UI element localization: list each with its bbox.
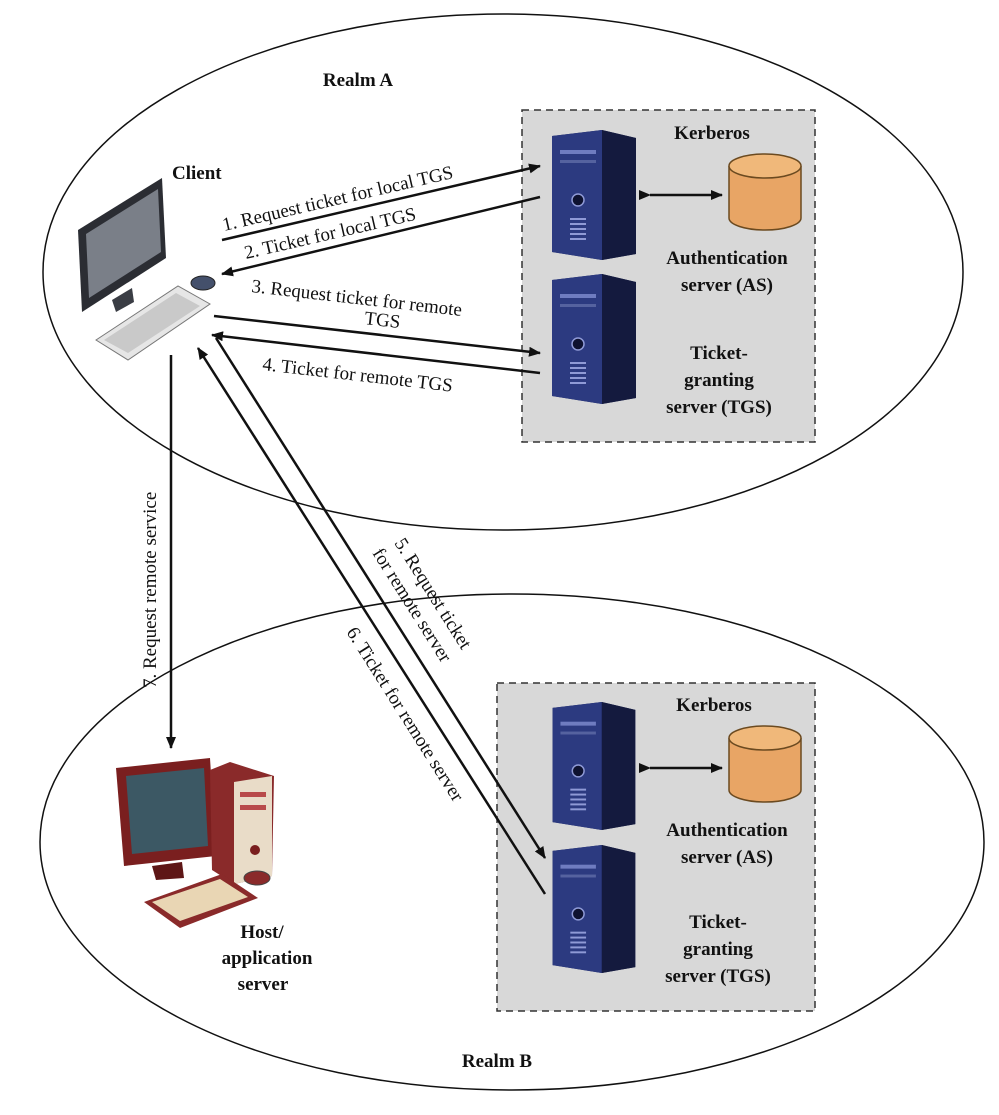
tgs-label-line3-realm-b: server (TGS) (665, 966, 771, 987)
msg-3-label-line1: 3. Request ticket for remote (250, 276, 463, 321)
client-label: Client (172, 163, 222, 184)
host-computer-icon (116, 758, 274, 928)
database-icon-realm-b (728, 725, 802, 803)
as-label-line2-realm-a: server (AS) (681, 275, 773, 296)
as-label-line1-realm-a: Authentication (666, 248, 788, 269)
tgs-label-line1-realm-a: Ticket- (690, 343, 748, 364)
msg-3-label-line2: TGS (363, 308, 401, 333)
realm-a-label: Realm A (323, 70, 393, 91)
host-label-line3: server (238, 974, 289, 995)
server-icon-tgs-realm-b (551, 845, 637, 973)
arrow-msg-2 (221, 195, 541, 277)
tgs-label-line1-realm-b: Ticket- (689, 912, 747, 933)
host-label-line2: application (222, 948, 313, 969)
arrow-msg-4 (211, 331, 541, 375)
client-computer-icon (78, 178, 216, 361)
server-icon-tgs-realm-a (551, 274, 637, 404)
tgs-label-line3-realm-a: server (TGS) (666, 397, 772, 418)
arrow-msg-6 (196, 347, 547, 895)
server-icon-as-realm-b (551, 702, 637, 830)
as-label-line2-realm-b: server (AS) (681, 847, 773, 868)
server-icon-as-realm-a (551, 130, 637, 260)
host-label-line1: Host/ (240, 922, 284, 943)
kerberos-title-realm-b: Kerberos (676, 695, 752, 716)
realm-b-boundary (39, 593, 985, 1091)
arrow-msg-5 (214, 337, 547, 859)
as-label-line1-realm-b: Authentication (666, 820, 788, 841)
kerberos-title-realm-a: Kerberos (674, 123, 750, 144)
tgs-label-line2-realm-b: granting (683, 939, 753, 960)
arrow-msg-1 (221, 163, 541, 242)
realm-a-boundary (42, 13, 964, 531)
realm-b-label: Realm B (462, 1051, 533, 1072)
arrow-msg-3 (213, 314, 541, 357)
msg-7-label: 7. Request remote service (140, 492, 161, 688)
tgs-label-line2-realm-a: granting (684, 370, 754, 391)
database-icon-realm-a (728, 153, 802, 231)
